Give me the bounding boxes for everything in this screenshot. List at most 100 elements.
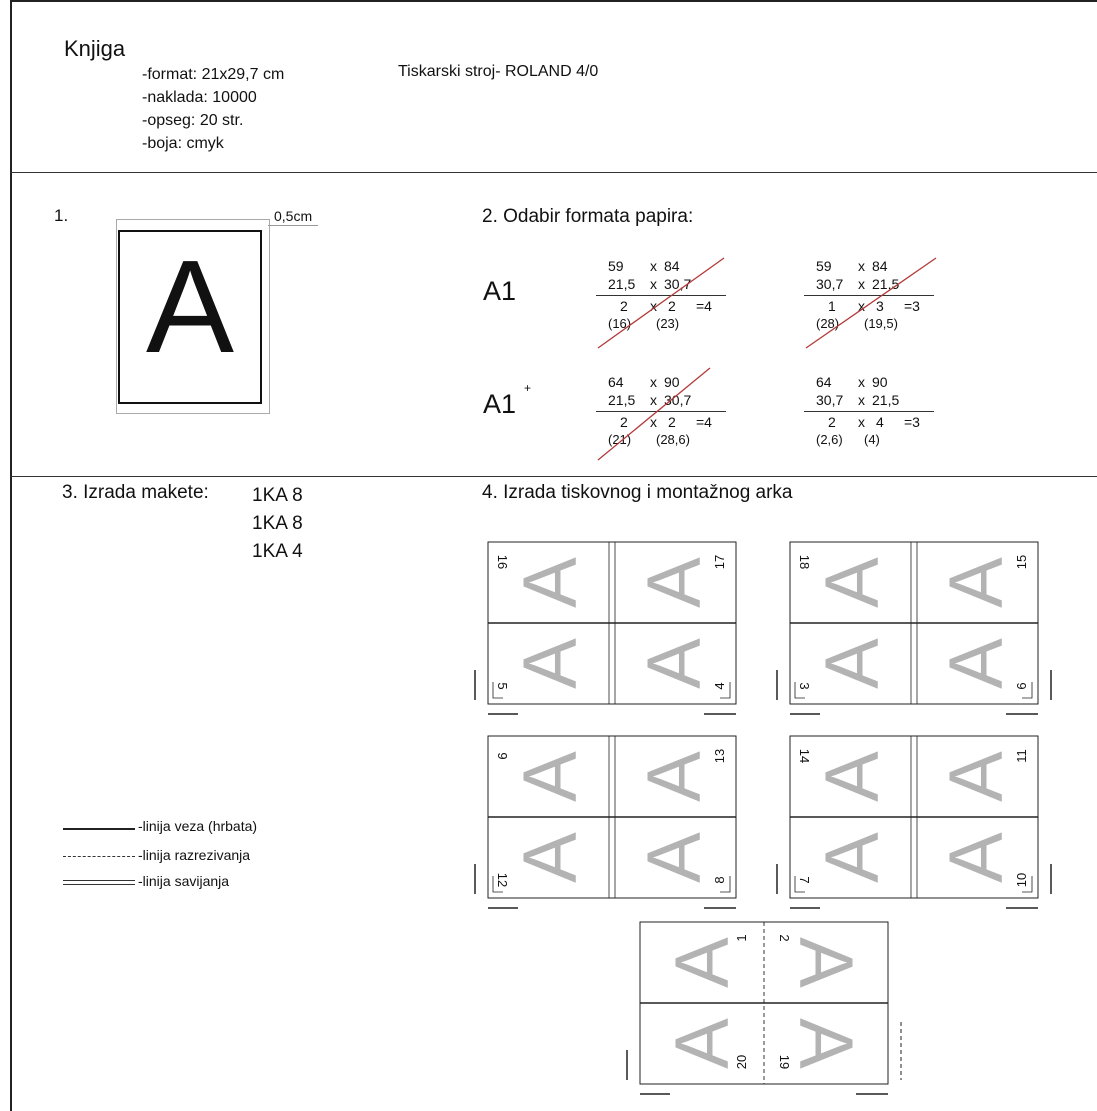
calc-value: 84 — [664, 258, 680, 274]
step3-title: 3. Izrada makete: — [62, 482, 209, 503]
cross-out-stroke — [805, 257, 937, 349]
calc-value: 84 — [872, 258, 888, 274]
calc-value: 90 — [664, 374, 680, 390]
signature-item: 1KA 8 — [252, 485, 303, 506]
calc-value: 30,7 — [664, 392, 692, 408]
ghost-page-letter: A — [660, 1018, 745, 1069]
ghost-page-letter: A — [508, 557, 593, 608]
legend-double-line — [63, 880, 135, 885]
calc-op: x — [858, 276, 865, 292]
book-specs: -format: 21x29,7 cm -naklada: 10000 -ops… — [142, 63, 284, 155]
margin-label: 0,5cm — [274, 208, 313, 224]
calc-result: =3 — [904, 298, 920, 314]
ghost-page-letter: A — [810, 638, 895, 689]
ghost-page-letter: A — [934, 751, 1019, 802]
calc-remainder: (23) — [656, 316, 680, 331]
calc-op: x — [858, 414, 865, 430]
calc-a1-option-2: 59 x 84 30,7 x 21,5 1 x 3 =3 (28) (19,5) — [804, 258, 944, 348]
ghost-page-letter: A — [508, 638, 593, 689]
spec-naklada: -naklada: 10000 — [142, 89, 257, 106]
calc-value: 21,5 — [872, 392, 900, 408]
ghost-page-letter: A — [783, 937, 868, 988]
calc-remainder: (28,6) — [656, 432, 690, 447]
legend-label: -linija veza (hrbata) — [138, 818, 258, 834]
format-a1-plus: A1 + — [483, 381, 531, 420]
page-box — [118, 230, 262, 404]
calc-result: =4 — [696, 298, 712, 314]
page-number: 19 — [777, 1055, 792, 1069]
calc-value: 1 — [828, 298, 836, 314]
page-number: 11 — [1014, 749, 1029, 763]
page-number: 7 — [797, 876, 812, 883]
calc-value: 21,5 — [608, 392, 636, 408]
calc-value: 2 — [620, 298, 628, 314]
cross-out-stroke — [597, 367, 711, 461]
corner-mark — [794, 682, 805, 699]
trim-margin-box — [116, 219, 270, 414]
signature-item: 1KA 8 — [252, 513, 303, 534]
printing-machine: Tiskarski stroj- ROLAND 4/0 — [398, 63, 599, 80]
ghost-page-letter: A — [810, 557, 895, 608]
calc-value: 3 — [876, 298, 884, 314]
cross-out-stroke — [597, 257, 725, 349]
legend-label: -linija savijanja — [138, 873, 230, 889]
section-divider — [10, 172, 1097, 173]
calc-value: 30,7 — [816, 392, 844, 408]
calc-op: x — [858, 392, 865, 408]
page-number: 17 — [712, 555, 727, 569]
calc-value: 30,7 — [664, 276, 692, 292]
calc-result: =3 — [904, 414, 920, 430]
step1-label: 1. — [54, 206, 69, 225]
calc-a1plus-option-1: 64 x 90 21,5 x 30,7 2 x 2 =4 (21) (28,6) — [596, 374, 736, 464]
page-number: 6 — [1014, 682, 1029, 689]
calc-value: 2 — [668, 414, 676, 430]
calc-divider — [804, 411, 934, 412]
ghost-page-letter: A — [632, 557, 717, 608]
calc-value: 64 — [608, 374, 624, 390]
legend-solid-line — [63, 828, 135, 830]
corner-mark — [1022, 876, 1033, 893]
calc-value: 4 — [876, 414, 884, 430]
section-divider — [10, 476, 1097, 477]
ghost-page-letter: A — [934, 832, 1019, 883]
page-number: 12 — [495, 873, 510, 887]
calc-remainder: (21) — [608, 432, 632, 447]
format-superscript: + — [524, 381, 532, 395]
page-number: 10 — [1014, 873, 1029, 887]
format-name: A1 — [483, 276, 517, 306]
page-number: 9 — [495, 752, 510, 759]
calc-op: x — [650, 374, 657, 390]
page-number: 20 — [734, 1055, 749, 1069]
step2-title: 2. Odabir formata papira: — [482, 206, 694, 227]
calc-op: x — [650, 258, 657, 274]
legend-label: -linija razrezivanja — [138, 847, 251, 863]
calc-divider — [596, 295, 726, 296]
corner-mark — [720, 876, 731, 893]
ghost-page-letter: A — [508, 832, 593, 883]
page-number: 13 — [712, 749, 727, 763]
page-number: 5 — [495, 682, 510, 689]
cross-out-overlay — [597, 257, 937, 461]
page-number: 4 — [712, 682, 727, 689]
calc-op: x — [650, 414, 657, 430]
page-number: 8 — [712, 876, 727, 883]
calc-value: 2 — [828, 414, 836, 430]
calc-value: 90 — [872, 374, 888, 390]
format-name: A1 — [483, 389, 517, 419]
ghost-page-letter: A — [934, 638, 1019, 689]
ghost-page-letter: A — [810, 832, 895, 883]
calc-a1plus-option-2: 64 x 90 30,7 x 21,5 2 x 4 =3 (2,6) (4) — [804, 374, 944, 464]
calc-value: 59 — [608, 258, 624, 274]
calc-value: 2 — [668, 298, 676, 314]
calc-op: x — [650, 276, 657, 292]
ghost-page-letter: A — [660, 937, 745, 988]
spec-format: -format: 21x29,7 cm — [142, 66, 285, 83]
legend-dashed-line — [63, 856, 135, 857]
ghost-page-letter: A — [508, 751, 593, 802]
calc-remainder: (4) — [864, 432, 880, 447]
signature-item: 1KA 4 — [252, 541, 303, 562]
calc-value: 59 — [816, 258, 832, 274]
page-letter: A — [145, 233, 235, 380]
